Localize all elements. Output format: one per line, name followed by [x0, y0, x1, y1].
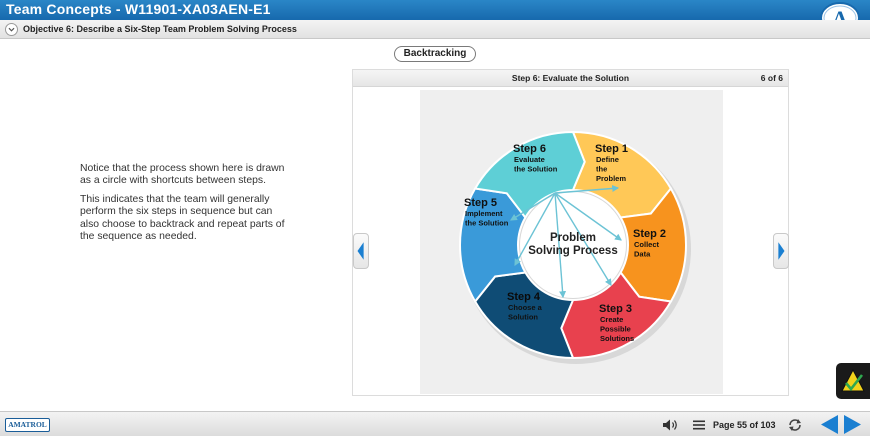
course-title: Team Concepts - W11901-XA03AEN-E1	[6, 1, 271, 17]
step-description-label: the	[596, 165, 607, 174]
shortcut-arrow	[510, 192, 556, 221]
step-description-label: Choose a	[508, 303, 543, 312]
footer-bar: AMATROL Page 55 of 103	[0, 411, 870, 436]
chevron-down-icon[interactable]	[5, 23, 18, 36]
shortcut-arrow	[554, 192, 622, 241]
page-indicator: Page 55 of 103	[713, 420, 776, 430]
step-number-label: Step 2	[633, 228, 666, 240]
step-number-label: Step 4	[507, 291, 541, 303]
center-disc	[520, 192, 626, 298]
step-number-label: Step 3	[599, 303, 632, 315]
center-label-line-1: Problem	[550, 232, 596, 244]
center-label-line-2: Solving Process	[528, 245, 617, 257]
figure-counter: 6 of 6	[760, 73, 783, 83]
step-number-label: Step 1	[595, 143, 628, 155]
objective-bar: Objective 6: Describe a Six-Step Team Pr…	[0, 20, 870, 39]
step-description-label: Solution	[508, 313, 538, 322]
step-number-label: Step 6	[513, 143, 546, 155]
step-description-label: Collect	[634, 240, 660, 249]
shortcut-arrow	[554, 192, 612, 286]
shortcut-arrow	[554, 184, 620, 194]
step-description-label: Define	[596, 155, 619, 164]
amatrol-logo: AMATROL	[5, 418, 50, 432]
body-paragraph: Notice that the process shown here is dr…	[80, 163, 285, 187]
help-badge-icon[interactable]	[836, 363, 870, 399]
step-description-label: Implement	[465, 209, 503, 218]
step-description-label: Evaluate	[514, 155, 545, 164]
previous-button-icon[interactable]	[819, 413, 840, 436]
reload-icon[interactable]	[787, 417, 803, 433]
step-description-label: the Solution	[514, 165, 558, 174]
step-description-label: Solutions	[600, 334, 634, 343]
step-description-label: Possible	[600, 325, 631, 334]
step-description-label: the Solution	[465, 219, 509, 228]
step-description-label: Create	[600, 315, 623, 324]
speaker-icon[interactable]	[662, 418, 680, 432]
prev-page-arrow-icon[interactable]	[353, 233, 369, 269]
backtracking-button[interactable]: Backtracking	[394, 46, 476, 62]
figure-header: Step 6: Evaluate the Solution 6 of 6	[353, 70, 788, 87]
shortcut-arrow	[514, 192, 556, 267]
body-paragraph: This indicates that the team will genera…	[80, 193, 285, 243]
lesson-body-text: Notice that the process shown here is dr…	[80, 163, 285, 249]
step-number-label: Step 5	[464, 197, 497, 209]
step-description-label: Data	[634, 250, 651, 259]
objective-text: Objective 6: Describe a Six-Step Team Pr…	[23, 24, 297, 34]
next-page-arrow-icon[interactable]	[773, 233, 789, 269]
shortcut-arrow	[554, 192, 567, 299]
figure-panel: Step 6: Evaluate the Solution 6 of 6 Pro…	[352, 69, 789, 396]
step-description-label: Problem	[596, 174, 626, 183]
figure-title: Step 6: Evaluate the Solution	[511, 73, 630, 83]
next-button-icon[interactable]	[842, 413, 863, 436]
menu-icon[interactable]	[692, 419, 706, 431]
title-bar: Team Concepts - W11901-XA03AEN-E1 A	[0, 0, 870, 34]
